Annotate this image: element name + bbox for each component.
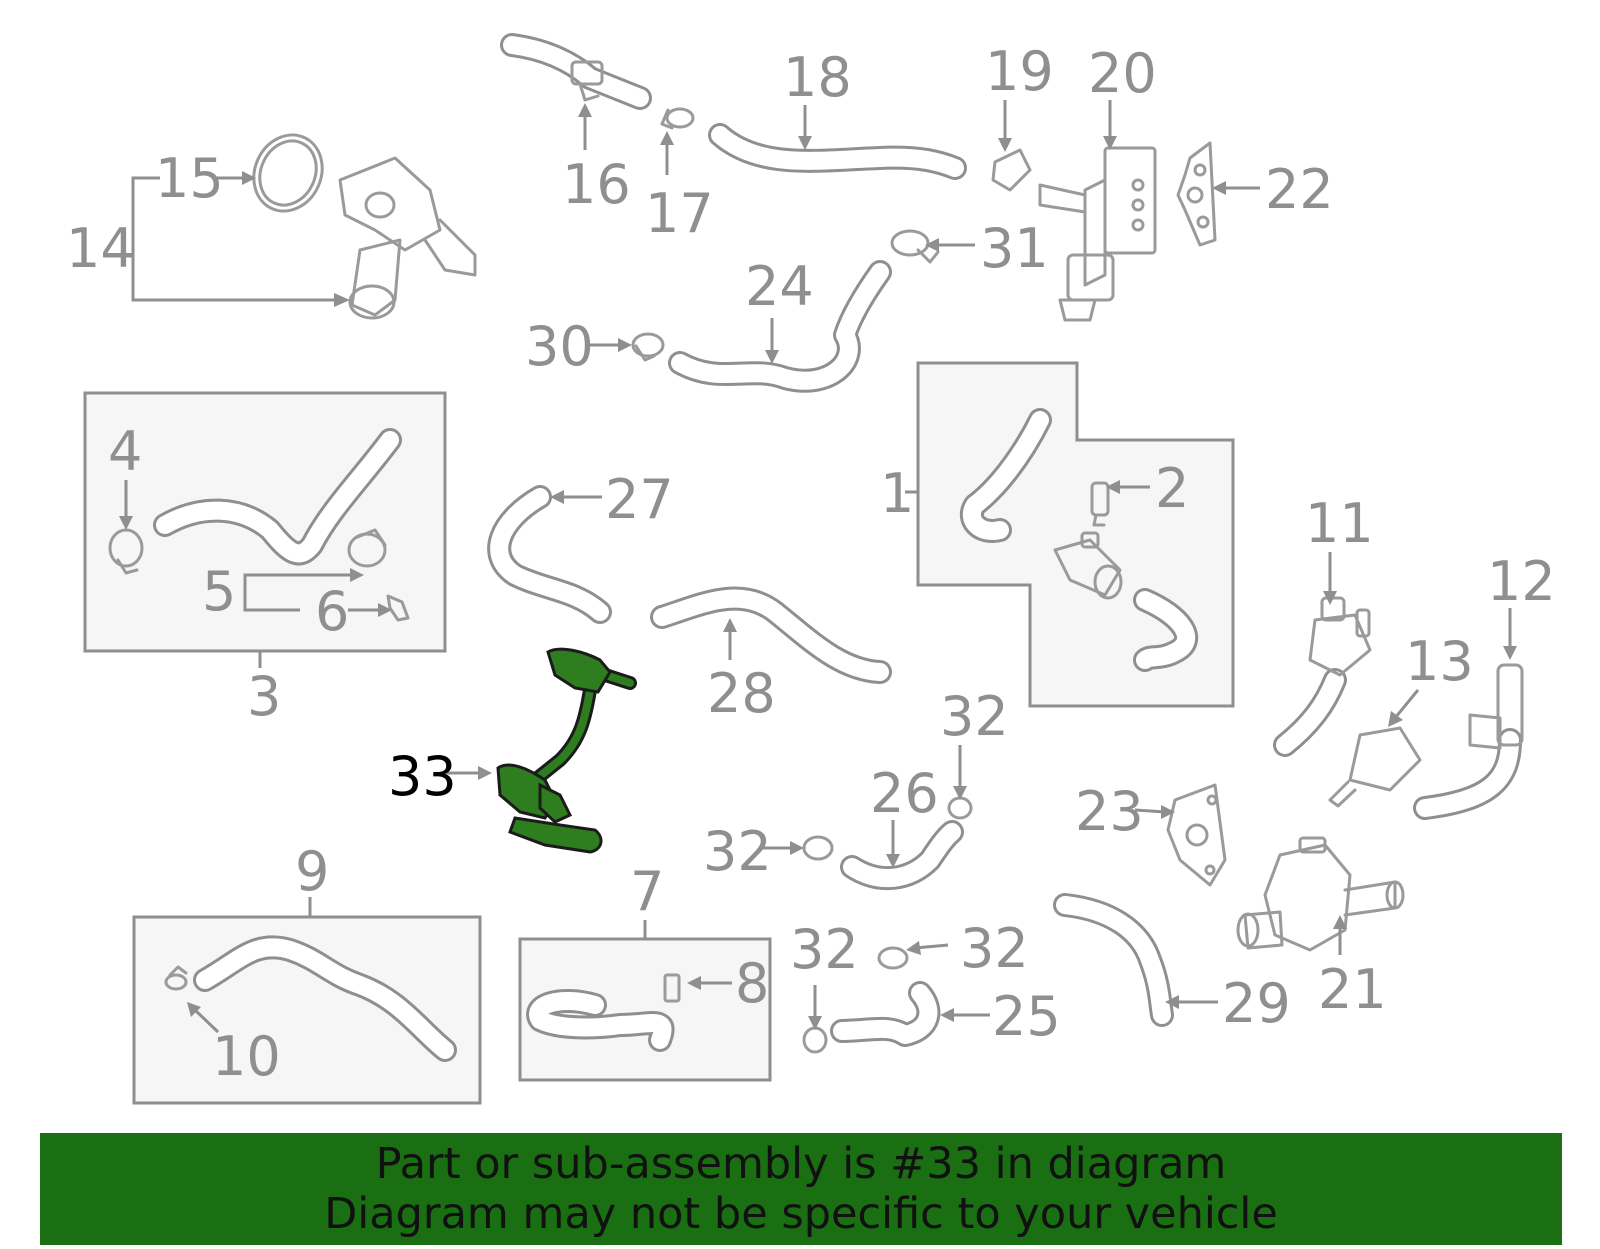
callout-1: 1 (880, 462, 914, 525)
callout-31: 31 (980, 217, 1049, 280)
connector-16 (570, 60, 604, 102)
callout-6: 6 (315, 580, 349, 643)
callout-14: 14 (66, 217, 135, 280)
fitting-1 (1053, 531, 1123, 600)
hose-1-lower (1133, 588, 1199, 672)
sensor-2 (1090, 481, 1110, 527)
hose-12 (1413, 728, 1522, 820)
hose-28 (650, 586, 892, 684)
bleeder-6 (386, 594, 410, 622)
clamp-19 (991, 148, 1032, 192)
hose-24 (668, 260, 892, 393)
hose-18 (708, 123, 967, 180)
callout-30: 30 (525, 315, 594, 378)
hose-3 (153, 428, 402, 566)
callout-10: 10 (212, 1025, 281, 1088)
hose-9 (193, 935, 457, 1062)
clamp-32-b (802, 835, 834, 861)
callout-27: 27 (605, 468, 674, 531)
callout-26: 26 (870, 762, 939, 825)
info-banner: Part or sub-assembly is #33 in diagram D… (40, 1133, 1562, 1245)
water-pump-11 (1308, 596, 1372, 677)
clamp-32-d (802, 1026, 828, 1054)
callout-8: 8 (735, 952, 769, 1015)
callout-32-b: 32 (703, 820, 772, 883)
callout-4: 4 (108, 420, 142, 483)
callout-labels: 1 2 3 4 5 6 7 8 9 10 11 12 13 14 15 16 1… (66, 40, 1556, 1088)
gasket-23 (1166, 783, 1227, 887)
hose-16 (500, 33, 652, 110)
callout-7: 7 (630, 860, 664, 923)
callout-13: 13 (1405, 630, 1474, 693)
hose-26 (840, 820, 964, 891)
clamp-32-c (877, 946, 909, 970)
callout-20: 20 (1088, 42, 1157, 105)
callout-2: 2 (1155, 457, 1189, 520)
valve-20 (1038, 146, 1157, 322)
hose-7 (526, 989, 675, 1052)
leader-lines (119, 100, 1517, 1034)
gasket-22 (1176, 141, 1217, 247)
highlighted-part-33 (496, 647, 637, 854)
o-ring-15 (252, 133, 324, 213)
clamp-32-a (947, 796, 973, 820)
water-outlet-14 (338, 156, 477, 320)
callout-29: 29 (1222, 972, 1291, 1035)
hose-27 (487, 485, 612, 624)
hose-11 (1273, 668, 1347, 757)
callout-25: 25 (992, 985, 1061, 1048)
clamp-30 (631, 332, 665, 362)
callout-21: 21 (1318, 958, 1387, 1021)
thermostat-housing-21 (1236, 836, 1405, 952)
clamp-31 (890, 229, 940, 264)
callout-19: 19 (985, 40, 1054, 103)
callout-32-a: 32 (940, 685, 1009, 748)
banner-line-2: Diagram may not be specific to your vehi… (324, 1189, 1278, 1239)
clamp-5 (347, 528, 387, 568)
bracket-13 (1328, 726, 1422, 808)
callout-12: 12 (1487, 550, 1556, 613)
clamp-10 (164, 965, 188, 991)
callout-23: 23 (1075, 780, 1144, 843)
hose-29 (1053, 893, 1174, 1027)
callout-11: 11 (1305, 492, 1374, 555)
hose-25 (830, 981, 941, 1047)
callout-18: 18 (783, 46, 852, 109)
hose-1-upper (959, 408, 1052, 543)
callout-9: 9 (295, 840, 329, 903)
callout-24: 24 (745, 255, 814, 318)
pipe-12 (1468, 663, 1524, 750)
callout-22: 22 (1265, 158, 1334, 221)
clamp-17 (660, 107, 695, 130)
callout-16: 16 (562, 153, 631, 216)
callout-15: 15 (155, 147, 224, 210)
callout-32-c: 32 (960, 917, 1029, 980)
clip-8 (663, 973, 681, 1003)
callout-33: 33 (388, 745, 457, 808)
callout-3: 3 (247, 665, 281, 728)
callout-5: 5 (202, 560, 236, 623)
callout-17: 17 (645, 182, 714, 245)
group-box-1 (916, 361, 1235, 708)
banner-line-1: Part or sub-assembly is #33 in diagram (375, 1139, 1227, 1189)
callout-32-d: 32 (790, 918, 859, 981)
callout-28: 28 (707, 662, 776, 725)
